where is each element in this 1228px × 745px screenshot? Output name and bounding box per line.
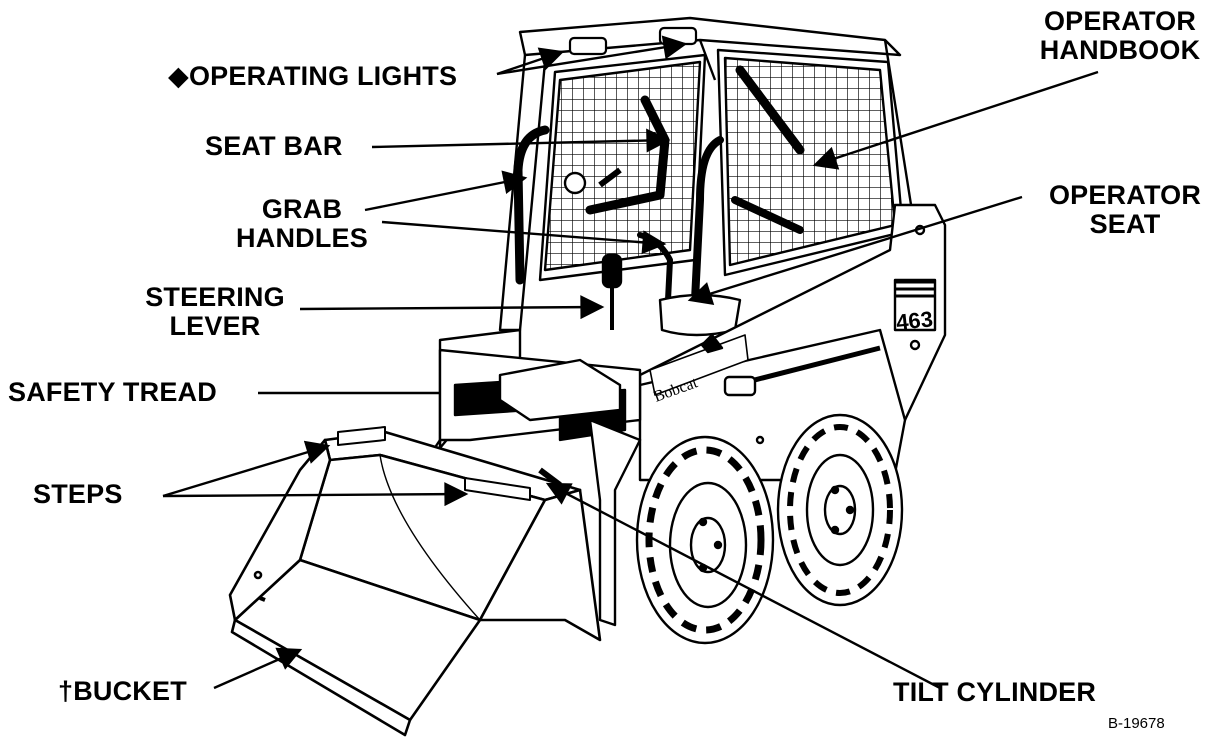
label-steering-lever-line2: LEVER — [169, 311, 261, 341]
label-operator-seat-line2: SEAT — [1089, 209, 1161, 239]
leader-operating-lights-b — [496, 35, 688, 76]
label-steering-lever: STEERING LEVER — [120, 283, 310, 341]
leader-operating-lights-a — [496, 47, 565, 76]
leader-operator-seat — [687, 195, 1023, 306]
leader-seat-bar — [371, 128, 671, 153]
model-decal: 463 — [895, 306, 934, 335]
figure-id: B-19678 — [1108, 715, 1165, 732]
leader-operator-handbook — [812, 70, 1099, 170]
label-grab-handles-line1: GRAB — [261, 194, 343, 224]
leader-steps-b — [162, 482, 469, 507]
leader-grab-handles-b — [381, 220, 667, 255]
leader-grab-handles-a — [364, 170, 528, 212]
label-operator-seat: OPERATOR SEAT — [1025, 181, 1225, 239]
label-seat-bar: SEAT BAR — [205, 131, 343, 161]
bucket — [228, 426, 602, 737]
label-operating-lights: ◆OPERATING LIGHTS — [168, 61, 458, 91]
label-grab-handles-line2: HANDLES — [236, 223, 368, 253]
label-operator-seat-line1: OPERATOR — [1048, 180, 1202, 210]
leader-steering-lever — [299, 295, 605, 320]
label-bucket: †BUCKET — [58, 676, 187, 706]
label-operator-handbook-line1: OPERATOR — [1043, 6, 1197, 36]
label-safety-tread: SAFETY TREAD — [8, 377, 217, 407]
leader-tilt-cylinder — [545, 482, 941, 690]
label-operator-handbook-line2: HANDBOOK — [1039, 35, 1201, 65]
leader-bucket — [213, 647, 303, 690]
label-steering-lever-line1: STEERING — [145, 282, 285, 312]
leader-steps-a — [162, 440, 331, 498]
label-tilt-cylinder: TILT CYLINDER — [893, 677, 1097, 707]
label-operator-handbook: OPERATOR HANDBOOK — [1015, 7, 1225, 65]
leader-lines — [162, 35, 1099, 690]
label-grab-handles: GRAB HANDLES — [222, 195, 382, 253]
label-steps: STEPS — [33, 479, 123, 509]
rear-wheel — [776, 413, 904, 607]
